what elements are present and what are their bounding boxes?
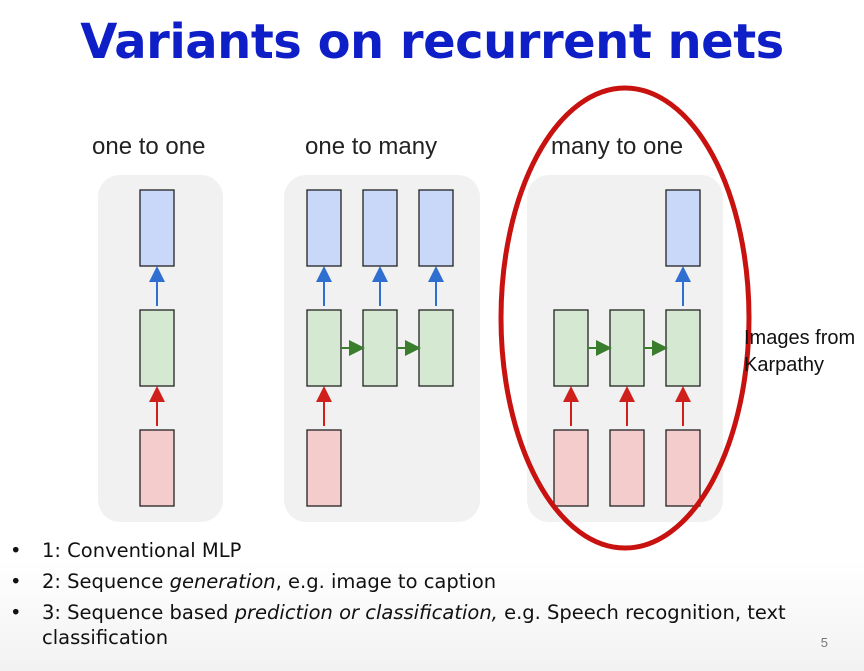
- input-box: [306, 429, 342, 507]
- bullet-list: 1: Conventional MLP 2: Sequence generati…: [10, 538, 850, 656]
- bullet-text: 1: Conventional MLP: [42, 539, 242, 562]
- output-box: [306, 189, 342, 267]
- input-box: [139, 429, 175, 507]
- output-box: [139, 189, 175, 267]
- image-credit-note: Images from Karpathy: [744, 325, 855, 379]
- output-box: [418, 189, 454, 267]
- bullet-text: 2: Sequence: [42, 570, 170, 593]
- slide-title: Variants on recurrent nets: [80, 14, 784, 70]
- bullet-emphasis: generation: [169, 570, 276, 593]
- bullet-text: , e.g. image to caption: [275, 570, 497, 593]
- output-box: [362, 189, 398, 267]
- bullet-item: 3: Sequence based prediction or classifi…: [10, 600, 850, 650]
- hidden-box: [306, 309, 342, 387]
- hidden-box: [139, 309, 175, 387]
- panel-label-many-to-one: many to one: [551, 133, 684, 160]
- panel-label-one-to-one: one to one: [92, 133, 206, 160]
- bullet-text: 3: Sequence based: [42, 601, 235, 624]
- page-number: 5: [820, 635, 828, 650]
- input-box: [553, 429, 589, 507]
- input-box: [665, 429, 701, 507]
- hidden-box: [362, 309, 398, 387]
- hidden-box: [609, 309, 645, 387]
- bullet-item: 2: Sequence generation, e.g. image to ca…: [10, 569, 850, 594]
- input-box: [609, 429, 645, 507]
- image-credit-line1: Images from: [744, 327, 856, 349]
- hidden-box: [418, 309, 454, 387]
- bullet-text: e.g. Speech recognition, text classifica…: [42, 601, 786, 649]
- hidden-box: [553, 309, 589, 387]
- bullet-item: 1: Conventional MLP: [10, 538, 850, 563]
- image-credit-line2: Karpathy: [744, 354, 825, 376]
- output-box: [665, 189, 701, 267]
- bullet-emphasis: prediction or classification,: [234, 601, 498, 624]
- hidden-box: [665, 309, 701, 387]
- panel-label-one-to-many: one to many: [305, 133, 438, 160]
